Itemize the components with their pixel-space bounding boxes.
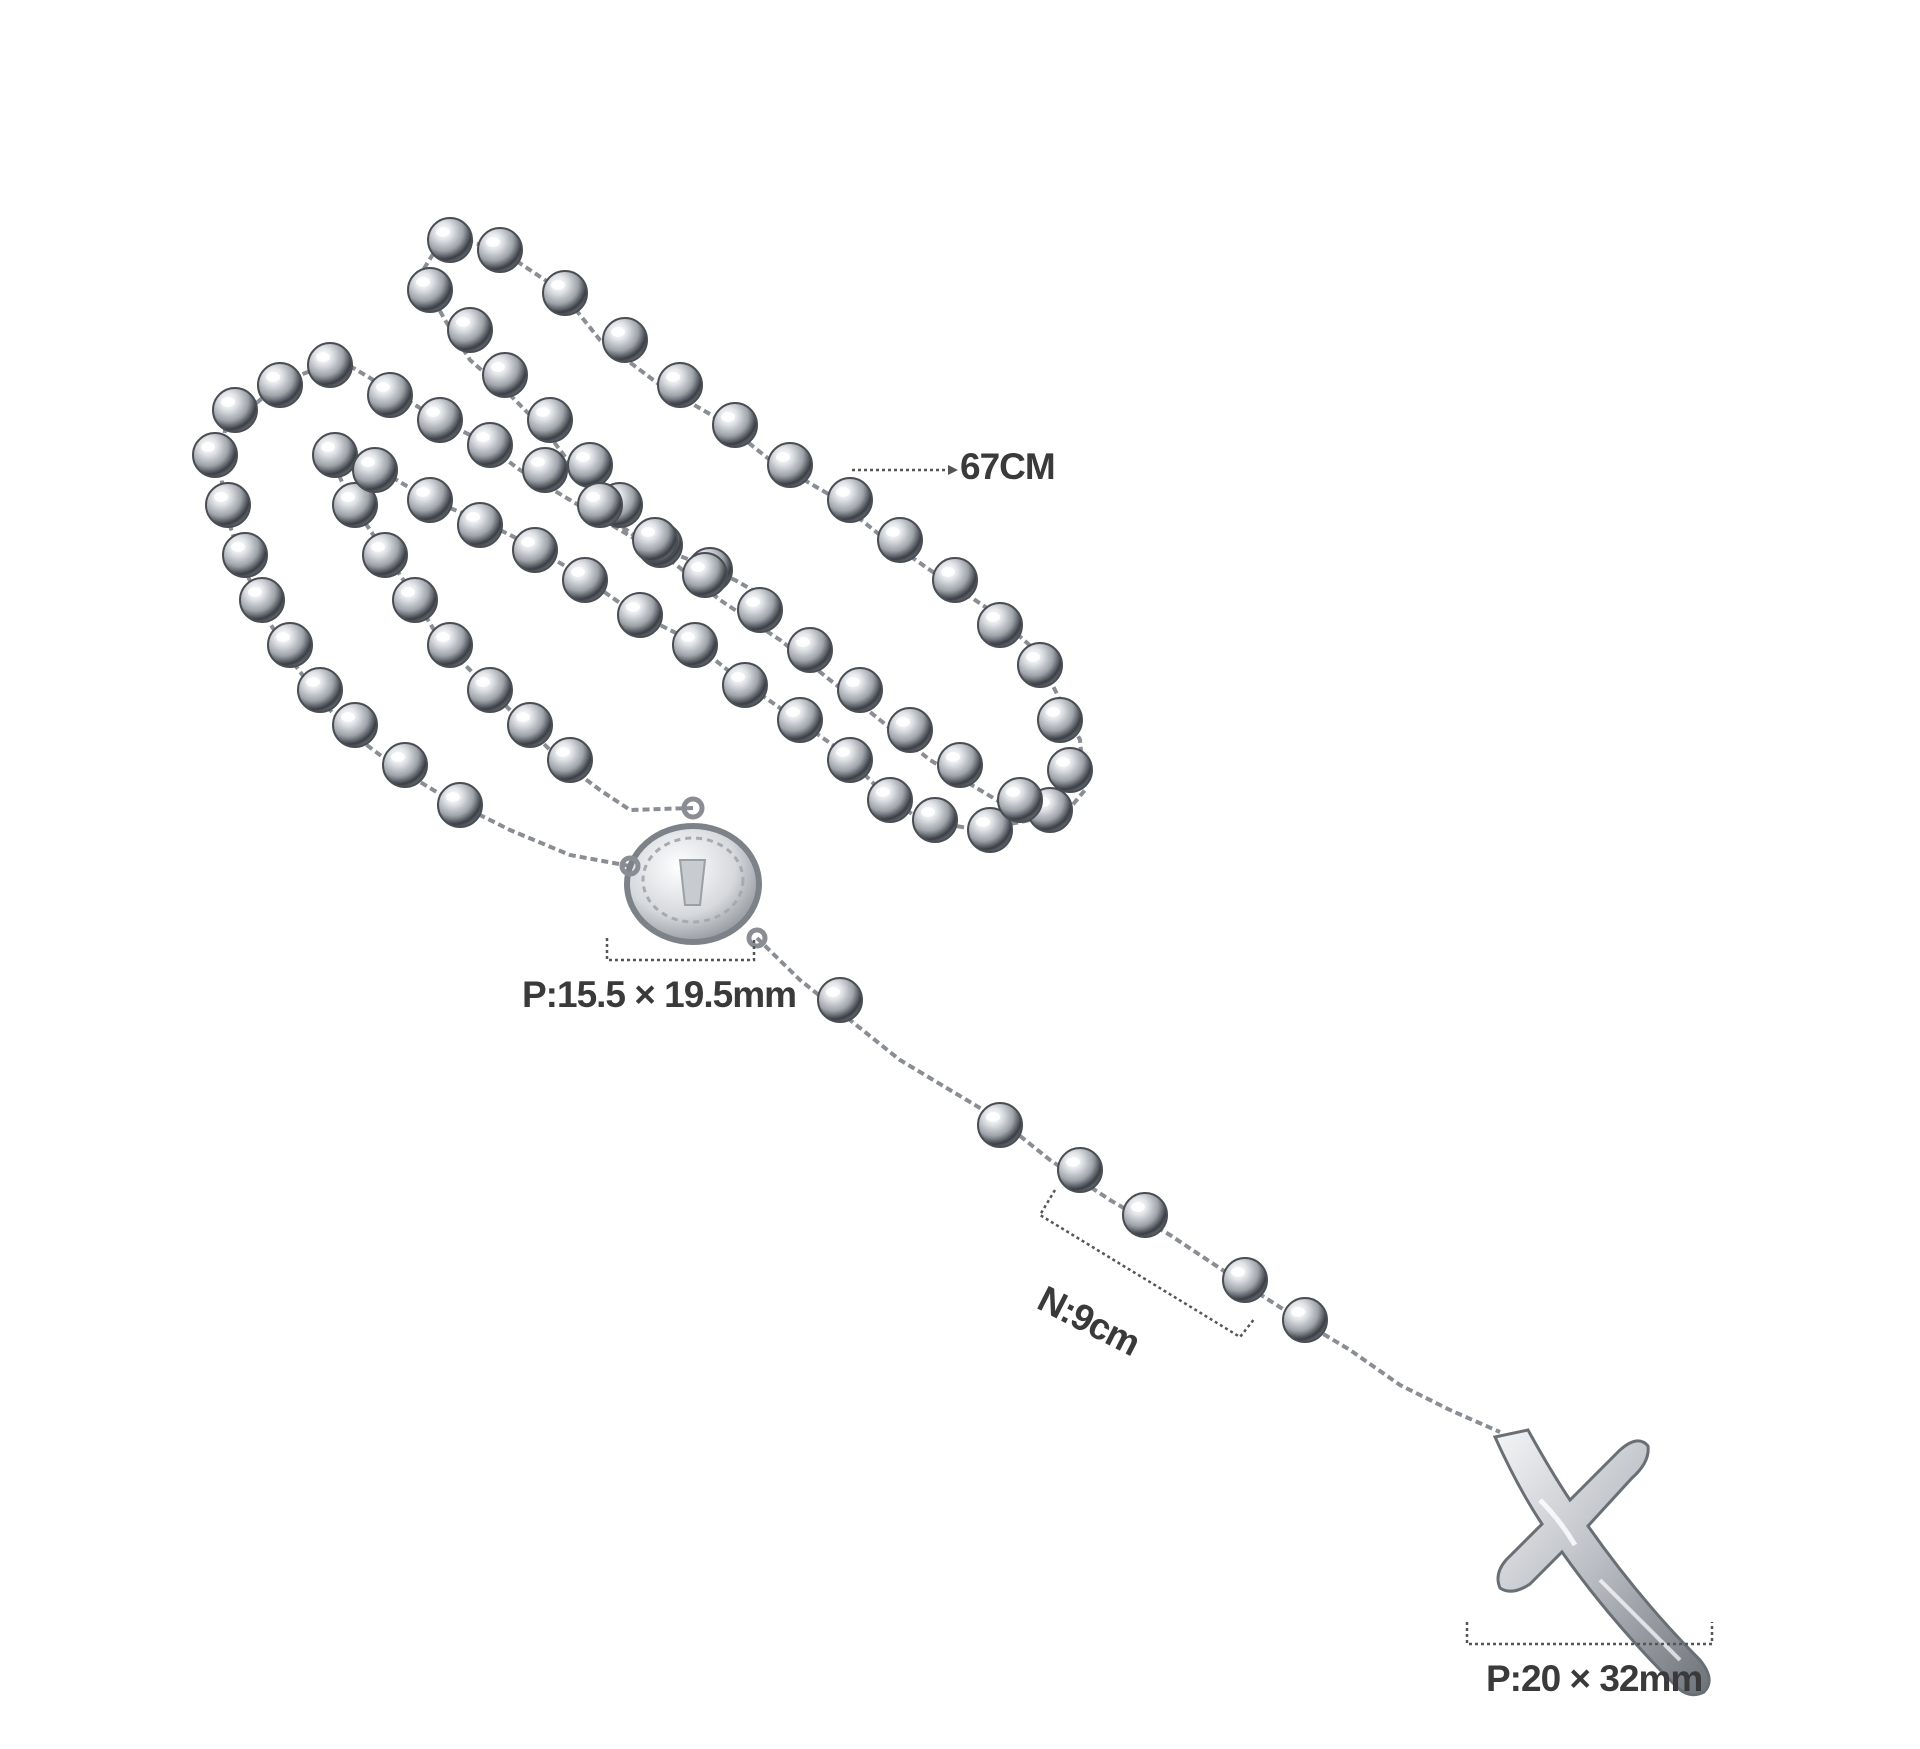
rosary-bead bbox=[1047, 747, 1093, 793]
rosary-bead bbox=[682, 552, 728, 598]
rosary-bead bbox=[312, 432, 358, 478]
rosary-bead bbox=[382, 742, 428, 788]
cross-width-bracket bbox=[1465, 1622, 1714, 1646]
rosary-bead bbox=[562, 557, 608, 603]
rosary-bead bbox=[632, 517, 678, 563]
rosary-bead bbox=[1037, 697, 1083, 743]
rosary-bead bbox=[777, 697, 823, 743]
rosary-bead bbox=[367, 372, 413, 418]
rosary-bead bbox=[467, 422, 513, 468]
rosary-bead bbox=[737, 587, 783, 633]
rosary-bead bbox=[1282, 1297, 1328, 1343]
rosary-bead bbox=[477, 227, 523, 273]
rosary-bead bbox=[912, 797, 958, 843]
medal-size-label: P:15.5 × 19.5mm bbox=[522, 974, 797, 1015]
chain-segment bbox=[755, 936, 1501, 1434]
rosary-bead bbox=[937, 742, 983, 788]
rosary-bead bbox=[767, 442, 813, 488]
rosary-bead bbox=[617, 592, 663, 638]
rosary-bead bbox=[417, 397, 463, 443]
rosary-bead bbox=[437, 782, 483, 828]
rosary-bead bbox=[817, 977, 863, 1023]
crucifix-size-label: P:20 × 32mm bbox=[1486, 1658, 1703, 1699]
rosary-bead bbox=[657, 362, 703, 408]
rosary-bead bbox=[887, 707, 933, 753]
rosary-bead bbox=[332, 702, 378, 748]
rosary-bead bbox=[257, 362, 303, 408]
rosary-bead bbox=[547, 737, 593, 783]
medal-width-bracket bbox=[605, 938, 756, 962]
rosary-bead bbox=[527, 397, 573, 443]
rosary-bead bbox=[602, 317, 648, 363]
rosary-bead bbox=[1222, 1257, 1268, 1303]
rosary-bead bbox=[977, 1102, 1023, 1148]
rosary-bead bbox=[507, 702, 553, 748]
arrow-head-icon bbox=[948, 465, 958, 475]
rosary-bead bbox=[1057, 1147, 1103, 1193]
rosary-bead bbox=[362, 532, 408, 578]
crucifix-pendant-icon bbox=[1492, 1428, 1711, 1697]
rosary-bead bbox=[837, 667, 883, 713]
rosary-bead bbox=[567, 442, 613, 488]
rosary-bead bbox=[427, 622, 473, 668]
rosary-bead bbox=[212, 387, 258, 433]
rosary-bead bbox=[512, 527, 558, 573]
rosary-bead bbox=[205, 482, 251, 528]
rosary-bead bbox=[577, 482, 623, 528]
rosary-bead bbox=[877, 517, 923, 563]
chain-length-label: 67CM bbox=[960, 446, 1056, 487]
rosary-bead bbox=[392, 577, 438, 623]
rosary-bead bbox=[447, 307, 493, 353]
rosary-bead bbox=[332, 482, 378, 528]
rosary-bead bbox=[932, 557, 978, 603]
rosary-bead bbox=[427, 217, 473, 263]
rosary-bead bbox=[967, 807, 1013, 853]
rosary-bead bbox=[1017, 642, 1063, 688]
dimension-lines bbox=[605, 468, 1714, 1646]
rosary-bead bbox=[307, 342, 353, 388]
rosary-bead bbox=[457, 502, 503, 548]
rosary-bead bbox=[297, 667, 343, 713]
rosary-bead bbox=[712, 402, 758, 448]
rosary-bead bbox=[722, 662, 768, 708]
rosary-bead bbox=[827, 477, 873, 523]
oval-medal-icon bbox=[619, 796, 768, 949]
drop-length-bracket bbox=[1038, 1189, 1256, 1339]
rosary-bead bbox=[1122, 1192, 1168, 1238]
rosary-bead bbox=[352, 447, 398, 493]
rosary-bead bbox=[267, 622, 313, 668]
chain-links bbox=[217, 233, 1501, 1434]
rosary-bead bbox=[192, 432, 238, 478]
rosary-bead bbox=[867, 777, 913, 823]
rosary-bead bbox=[787, 627, 833, 673]
rosary-bead bbox=[407, 267, 453, 313]
rosary-bead bbox=[672, 622, 718, 668]
rosary-bead bbox=[467, 667, 513, 713]
rosary-bead bbox=[239, 577, 285, 623]
rosary-bead bbox=[407, 477, 453, 523]
rosary-bead bbox=[542, 270, 588, 316]
rosary-bead bbox=[222, 532, 268, 578]
rosary-bead bbox=[827, 737, 873, 783]
rosary-bead bbox=[977, 602, 1023, 648]
rosary-bead bbox=[482, 352, 528, 398]
rosary-bead bbox=[997, 777, 1043, 823]
beads bbox=[192, 217, 1328, 1343]
rosary-bead bbox=[522, 447, 568, 493]
